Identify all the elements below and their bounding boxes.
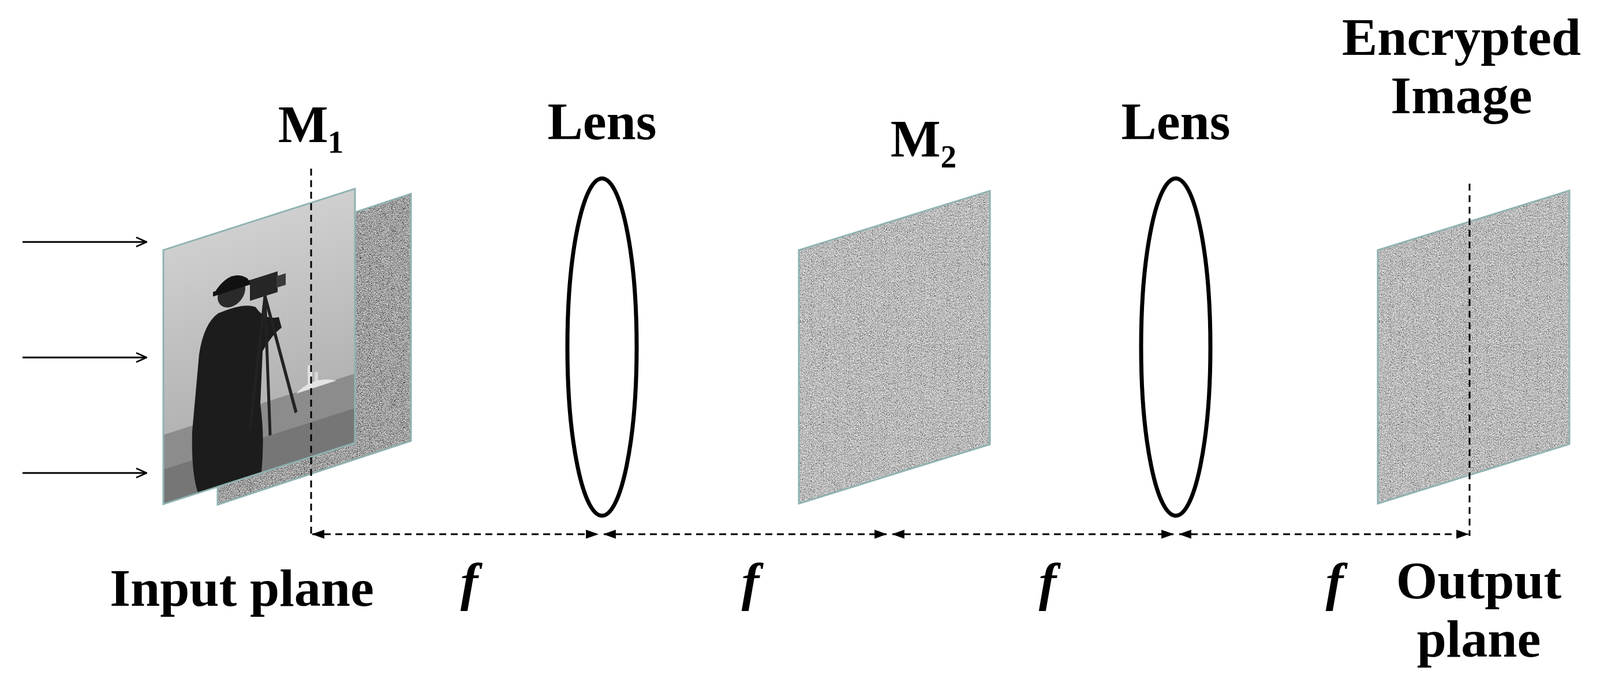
input-image [163,188,355,504]
dimension-arrow [892,533,1174,536]
focal-length: f [741,552,760,612]
focal-dimensions [312,533,1469,536]
lens-label: Lens [547,92,657,151]
mask-label: M₁ [278,95,345,154]
focal-length: f [1325,552,1344,612]
light-arrow [22,356,147,359]
light-arrow [22,241,147,244]
dimension-arrow [603,533,887,536]
lens-label: Lens [1120,92,1231,151]
plane-label: Input plane [109,558,375,618]
light-arrows [22,241,147,473]
lens [567,178,637,516]
random-phase-mask [798,190,990,504]
dimension-arrow [312,533,598,536]
encrypted-image [1377,190,1570,504]
focal-length: f [460,552,479,612]
output-title: Encrypted Image [1334,8,1589,125]
light-arrow [22,472,147,474]
mask-label: M₂ [890,109,957,168]
output-plane-line [1468,183,1471,536]
lens [1141,178,1211,516]
input-plane-line [310,168,313,536]
plane-label: Output plane [1383,551,1575,668]
focal-length: f [1038,552,1057,612]
dimension-arrow [1179,533,1469,536]
